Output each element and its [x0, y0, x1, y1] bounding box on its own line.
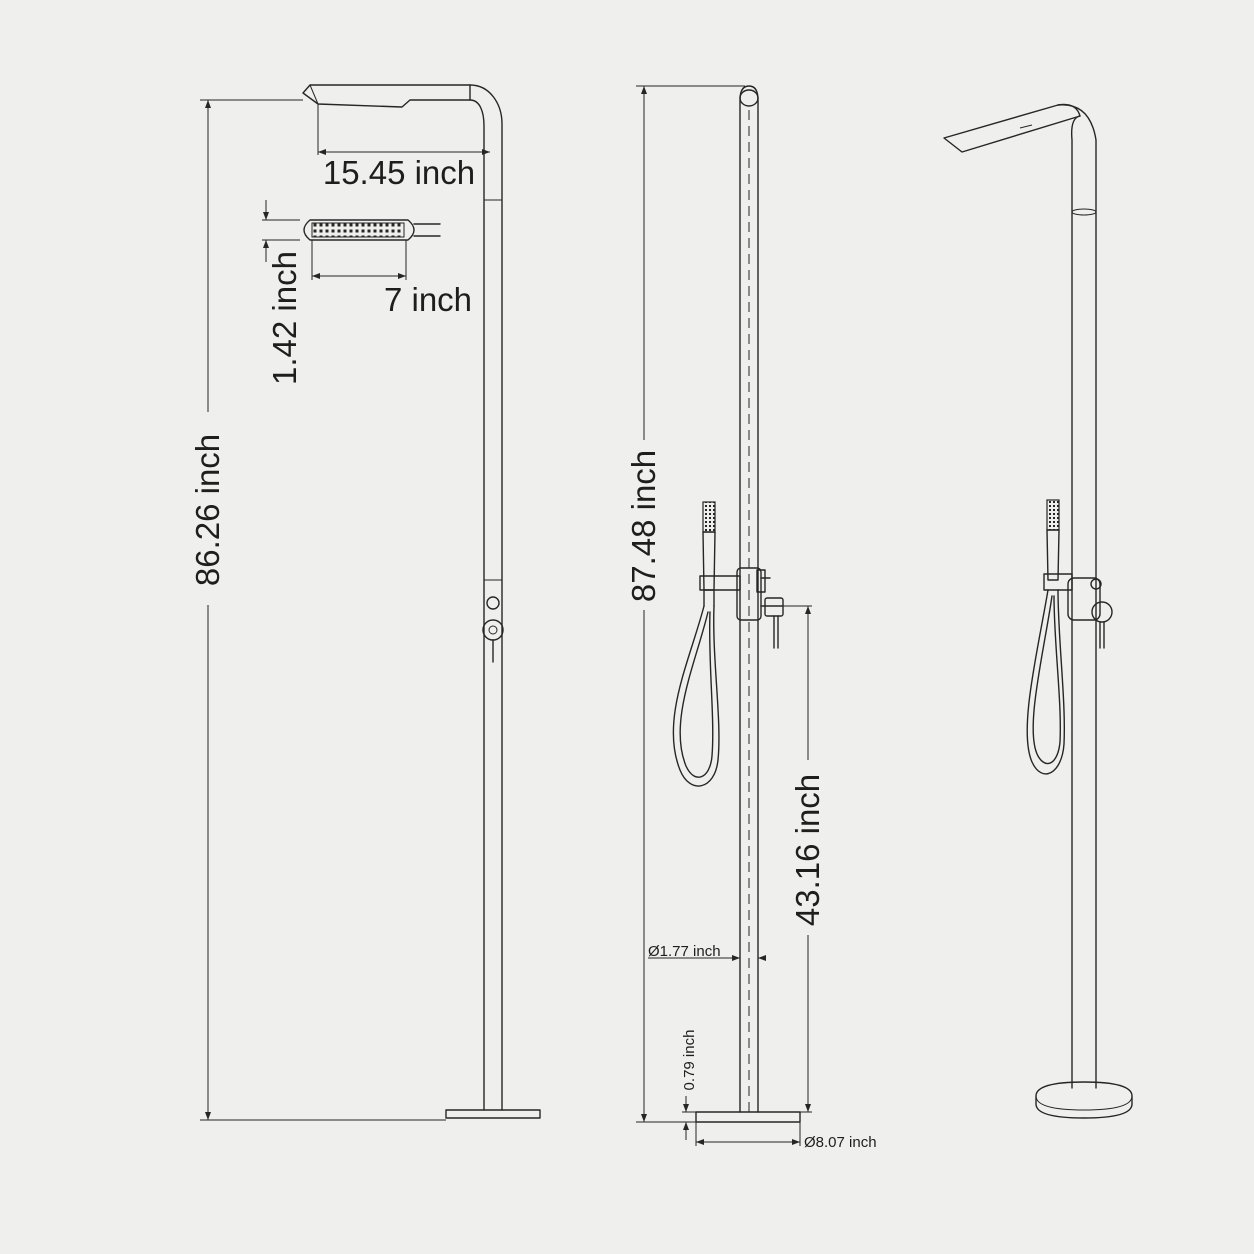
shower-column [469, 84, 503, 1111]
dim-label-87-48: 87.48 inch [625, 450, 662, 602]
front-view: 15.45 inch 7 inch 1.42 inch [189, 84, 541, 1121]
dim-base-thickness: 0.79 inch [681, 1030, 698, 1140]
floor-base [445, 1109, 541, 1119]
dim-overall-height-front: 86.26 inch [189, 99, 446, 1121]
mixer-handle [482, 619, 504, 641]
dim-shower-arm: 15.45 inch [317, 104, 490, 191]
floor-base-side [695, 1111, 801, 1123]
mixer-valve-side [736, 567, 784, 649]
dim-hand-shower-height: 1.42 inch [262, 200, 303, 385]
hand-shower-side [672, 501, 741, 787]
hand-shower-head [303, 219, 441, 241]
diverter-knob [486, 596, 500, 610]
dim-label-1-77: Ø1.77 inch [648, 943, 721, 960]
rain-shower-head [302, 84, 471, 108]
dim-handle-height: 43.16 inch [783, 605, 826, 1113]
mixer-valve-perspective [1067, 577, 1113, 649]
shower-column-perspective [1057, 104, 1097, 1089]
dim-label-0-79: 0.79 inch [681, 1030, 698, 1091]
hand-shower-perspective [1026, 499, 1073, 775]
dim-label-7: 7 inch [384, 281, 472, 318]
dim-label-8-07: Ø8.07 inch [804, 1134, 877, 1151]
dim-overall-height-side: 87.48 inch [625, 85, 745, 1123]
dim-label-1-42: 1.42 inch [266, 251, 303, 385]
dim-base-diameter: Ø8.07 inch [695, 1122, 877, 1151]
dim-label-43-16: 43.16 inch [789, 774, 826, 926]
dim-pipe-diameter: Ø1.77 inch [648, 943, 766, 961]
dim-label-86-26: 86.26 inch [189, 434, 226, 586]
perspective-view [943, 103, 1133, 1119]
dim-label-15-45: 15.45 inch [323, 154, 475, 191]
dim-hand-shower-length: 7 inch [311, 240, 472, 318]
floor-base-perspective [1035, 1081, 1133, 1119]
side-view: 87.48 inch 43.16 inch Ø1.77 inch [625, 85, 877, 1151]
rain-shower-head-perspective [943, 103, 1081, 153]
